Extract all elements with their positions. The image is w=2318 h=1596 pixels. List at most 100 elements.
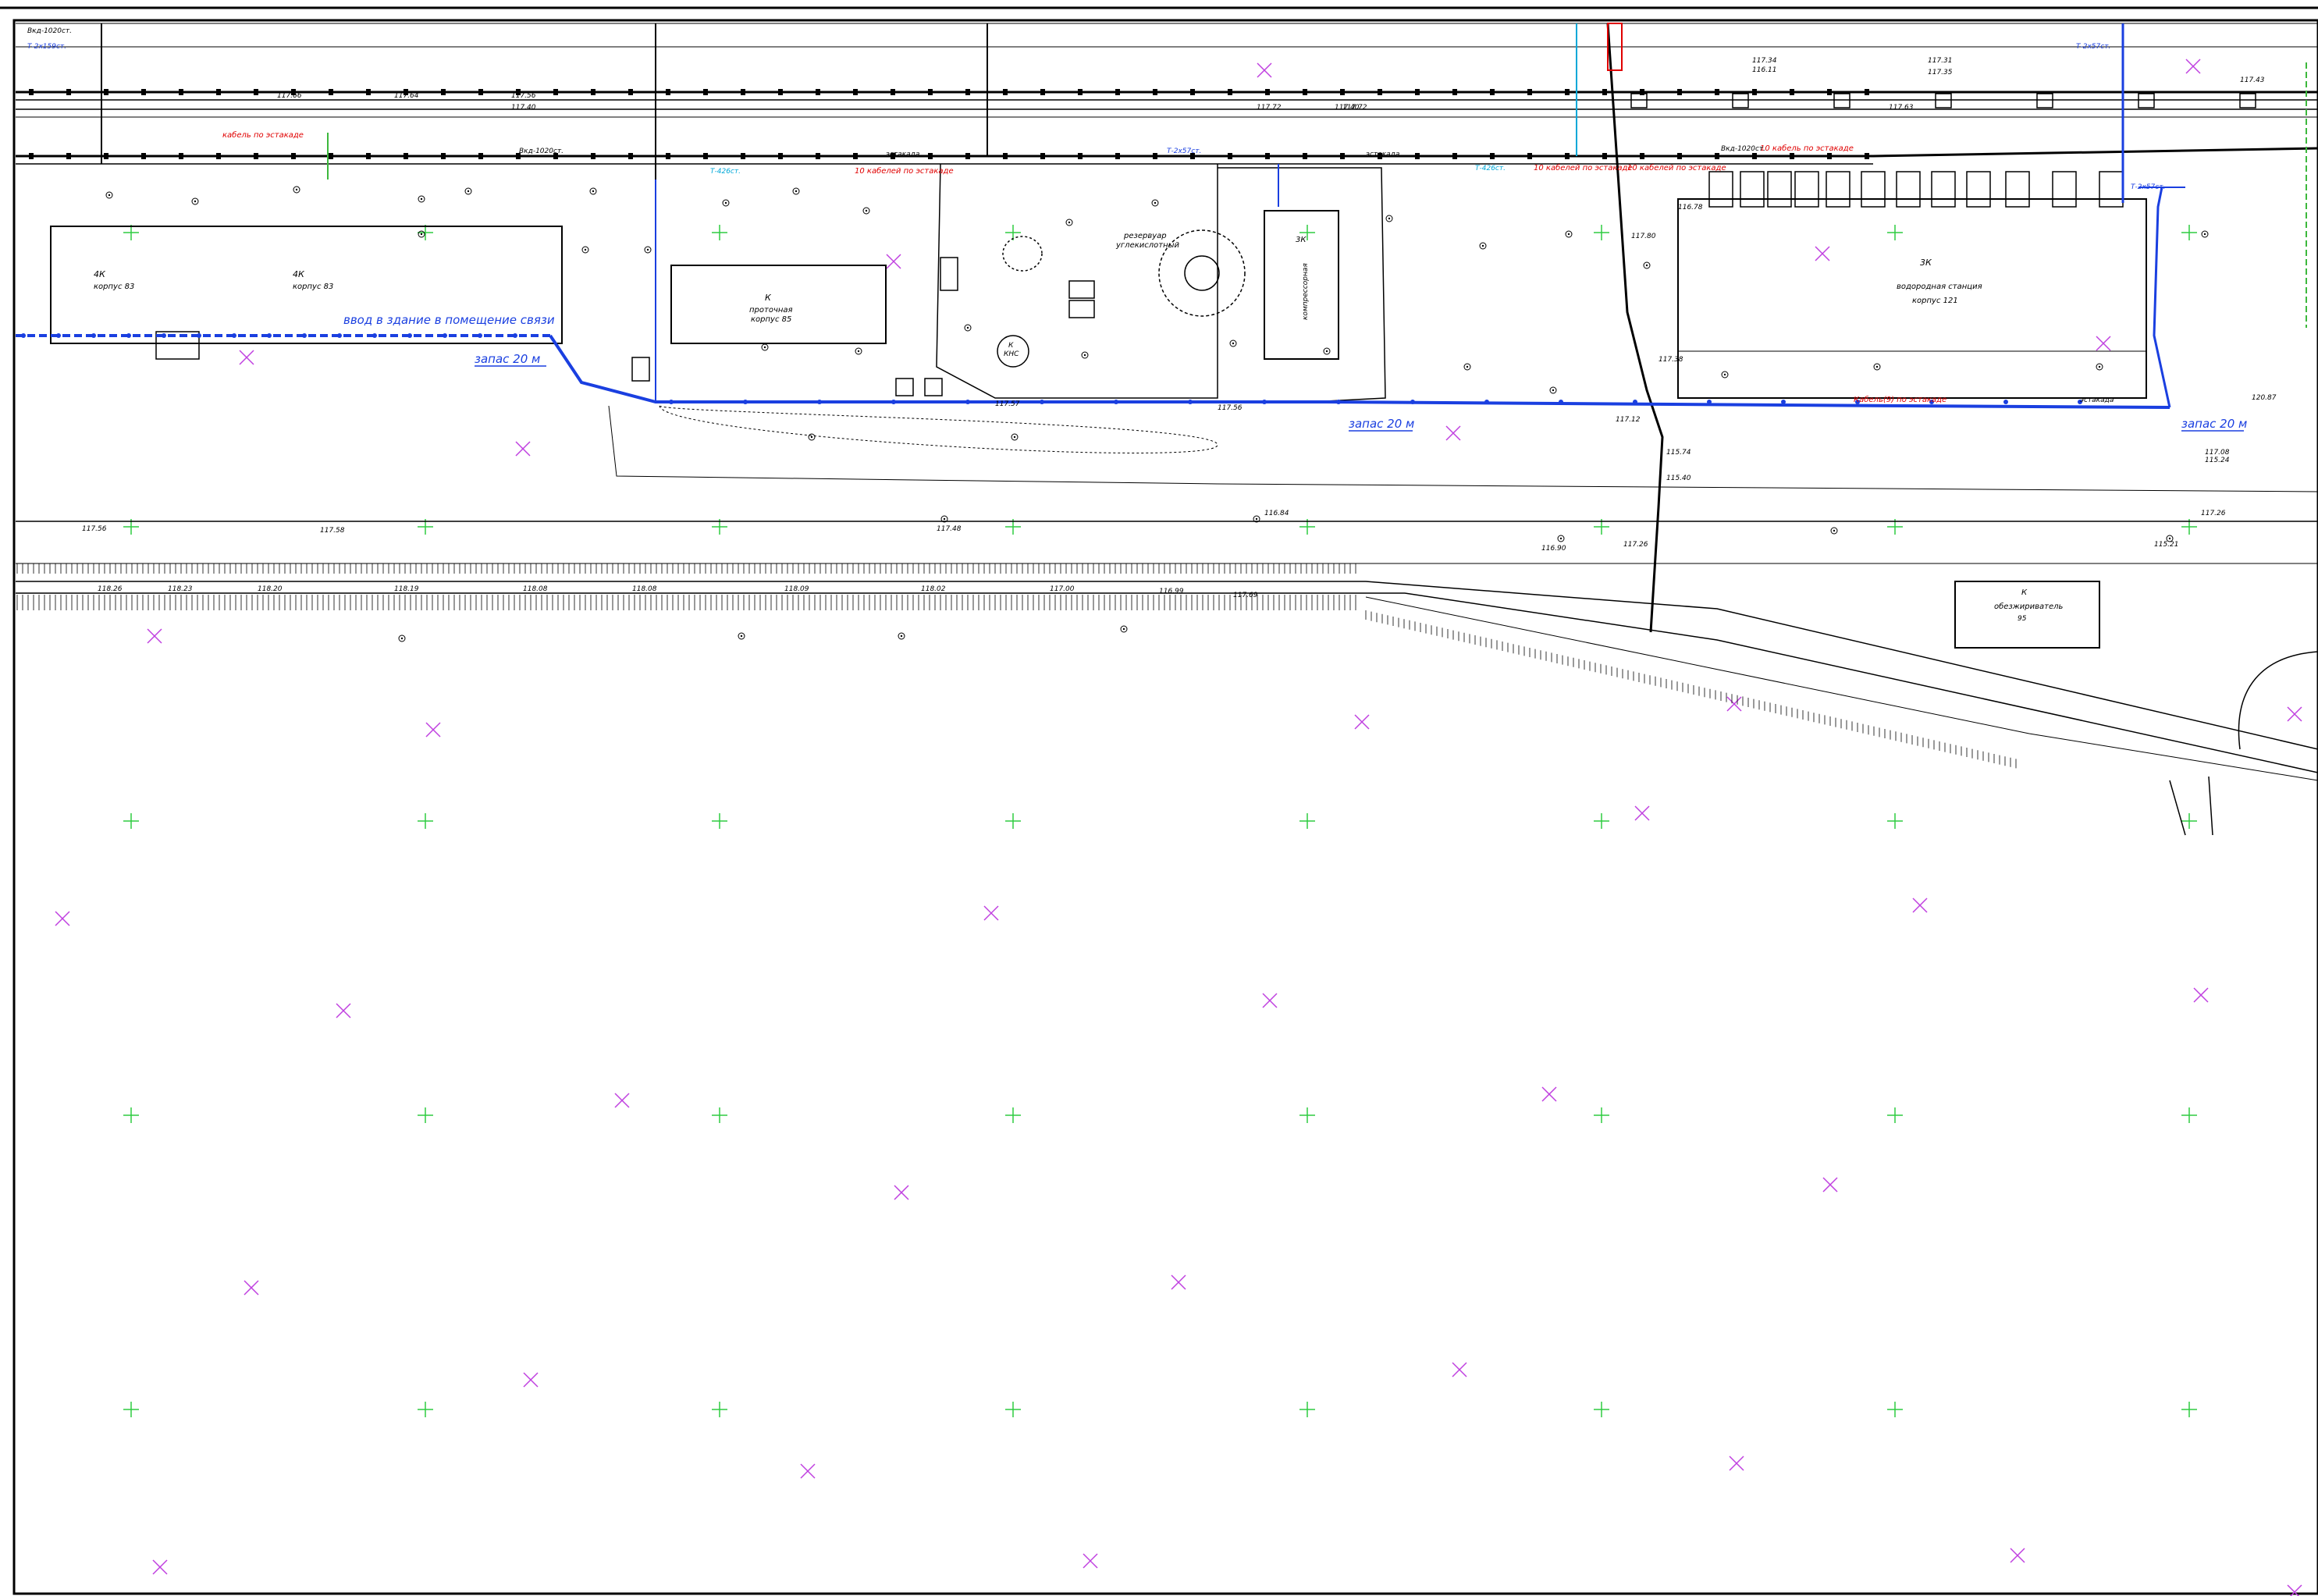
rack-frame	[1833, 93, 1850, 108]
survey-point-center	[740, 634, 743, 638]
rack-support	[104, 153, 108, 159]
rack-support	[628, 153, 633, 159]
cable-node	[1410, 400, 1415, 404]
survey-point-center	[1068, 221, 1071, 224]
survey-point-center	[1723, 373, 1726, 376]
rack-support	[1003, 89, 1008, 95]
elev-10: 118.23	[168, 585, 193, 593]
survey-point	[1323, 347, 1331, 355]
rack-support	[1640, 153, 1644, 159]
grid-cross-magenta	[1822, 1177, 1838, 1193]
building-cleaning: К обезжириватель 95	[1954, 581, 2100, 649]
cable-node	[372, 333, 377, 338]
survey-point-center	[108, 194, 111, 197]
survey-point	[1151, 199, 1159, 207]
elev-29: 117.34	[1752, 57, 1777, 65]
rack-support	[741, 153, 745, 159]
pipe-label-11: эстакада	[1366, 151, 1399, 158]
cable-route-nodes	[21, 333, 2082, 404]
cable-node	[2003, 400, 2008, 404]
elev-38: 117.26	[1623, 541, 1648, 549]
rack-support	[1640, 89, 1644, 95]
grid-cross-magenta	[1171, 1274, 1186, 1290]
cable-node	[1114, 400, 1118, 404]
cable-node	[669, 400, 674, 404]
survey-point	[293, 186, 300, 194]
rack-support	[1153, 153, 1157, 159]
compound-area	[608, 163, 2318, 492]
survey-point	[2096, 363, 2103, 371]
rack-frame	[1935, 93, 1952, 108]
rack-support	[1228, 153, 1232, 159]
rack-support	[1040, 89, 1045, 95]
survey-point	[1229, 339, 1237, 347]
rack-support	[29, 153, 34, 159]
rack-support	[404, 89, 408, 95]
rack-support	[1752, 89, 1757, 95]
survey-point-center	[943, 517, 946, 521]
grid-cross-magenta	[2287, 706, 2302, 722]
rack-support	[778, 153, 783, 159]
pipe-label-7: Т-2х57ст.	[2131, 183, 2165, 191]
survey-point	[581, 246, 589, 254]
survey-point	[418, 230, 425, 238]
rack-support	[66, 89, 71, 95]
rack-support	[1115, 153, 1120, 159]
rack-support	[666, 153, 670, 159]
rack-support	[1265, 153, 1270, 159]
survey-point-center	[1567, 233, 1570, 236]
survey-point-center	[810, 435, 813, 439]
survey-point-center	[1154, 201, 1157, 204]
cell-unit	[1740, 171, 1765, 208]
cell-unit	[2099, 171, 2124, 208]
rack-support	[1228, 89, 1232, 95]
cable-node	[91, 333, 96, 338]
rack-support	[291, 153, 296, 159]
cable-node	[232, 333, 236, 338]
compressor-code: 3К	[1296, 236, 1307, 244]
grid-cross-magenta	[1452, 1362, 1467, 1377]
cable-node	[302, 333, 307, 338]
rack-frame	[2036, 93, 2053, 108]
cable-node	[1262, 400, 1267, 404]
cable-node	[965, 400, 970, 404]
grid-cross-magenta	[2193, 987, 2209, 1003]
cable-node	[1040, 400, 1044, 404]
elev-24: 117.56	[1218, 404, 1243, 412]
cable-node	[1707, 400, 1712, 404]
rack-support	[1153, 89, 1157, 95]
rack-support	[216, 153, 221, 159]
rack-support	[1602, 153, 1607, 159]
rack-support	[928, 89, 933, 95]
survey-point	[862, 207, 870, 215]
cable-node	[743, 400, 748, 404]
survey-point	[1065, 219, 1073, 226]
pipe-label-4: Т-2х57ст.	[1167, 148, 1201, 155]
grid-cross-magenta	[1729, 1456, 1744, 1471]
building-korpus-121: 3К водородная станция корпус 121	[1677, 198, 2147, 399]
cell-unit	[1826, 171, 1850, 208]
rack-support	[1190, 153, 1195, 159]
survey-point	[722, 199, 730, 207]
red-note-3: 10 кабелей по эстакаде	[1534, 163, 1633, 172]
rack-support	[1827, 89, 1832, 95]
grid-cross-magenta	[2185, 59, 2201, 74]
elev-33: 115.40	[1666, 475, 1691, 482]
elev-25: 117.31	[1928, 57, 1953, 65]
survey-point-center	[1083, 354, 1086, 357]
railway-embankment-ticks	[16, 563, 2017, 769]
pipe-label-6: Т-426ст.	[1475, 165, 1506, 172]
red-note-2: 10 кабелей по эстакаде	[855, 166, 954, 176]
kns-code: К	[1008, 342, 1014, 350]
pipe-label-8: Вкд-1020ст.	[1721, 145, 1765, 153]
survey-point	[2166, 535, 2174, 542]
elev-42: 117.08	[2205, 449, 2230, 457]
rack-support	[66, 153, 71, 159]
korpus-121-cells	[1708, 171, 2124, 208]
rack-support	[1677, 89, 1682, 95]
grid-cross-magenta	[894, 1185, 909, 1200]
survey-point-center	[724, 201, 727, 204]
grid-cross-magenta	[523, 1372, 539, 1388]
rack-support	[1565, 89, 1570, 95]
